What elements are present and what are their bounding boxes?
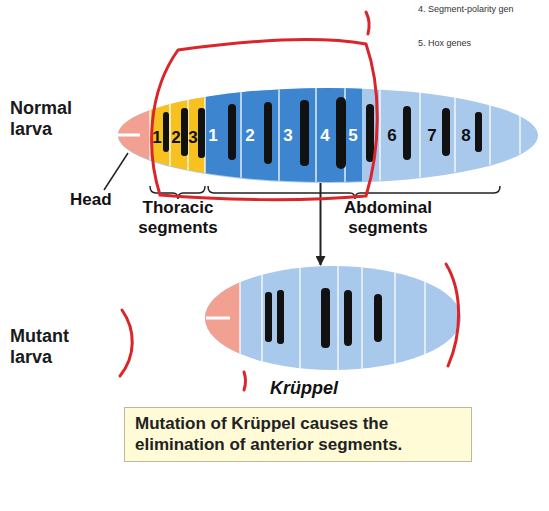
anterior-abdominal-region xyxy=(205,85,362,185)
text-label: 4. Segment-polarity gen xyxy=(418,4,514,14)
larva-shape xyxy=(205,266,461,370)
text-label: Head xyxy=(70,190,112,210)
denticle-band xyxy=(265,292,272,342)
segment-number: 3 xyxy=(279,126,297,146)
segment-number: 7 xyxy=(423,126,441,146)
denticle-band xyxy=(475,112,482,152)
red-bracket xyxy=(120,310,132,376)
segment-number: 6 xyxy=(383,126,401,146)
segment-number: 4 xyxy=(316,126,334,146)
denticle-band xyxy=(264,102,272,164)
denticle-band xyxy=(321,288,330,348)
thoracic-region xyxy=(150,85,205,185)
segment-number: 2 xyxy=(167,128,185,148)
red-mark xyxy=(366,12,369,34)
denticle-band xyxy=(277,290,284,344)
segment-number: 1 xyxy=(204,126,222,146)
larva-node: Normal larva xyxy=(118,88,538,183)
red-bracket xyxy=(446,264,459,366)
denticle-band xyxy=(163,112,169,152)
segment-number: 3 xyxy=(184,128,202,148)
segment-number: 1 xyxy=(148,128,166,148)
leader-line xyxy=(104,153,128,190)
denticle-bands xyxy=(163,97,482,169)
head-region xyxy=(200,262,240,374)
denticle-band xyxy=(344,290,352,346)
segment-number: 8 xyxy=(457,126,475,146)
denticle-band xyxy=(442,108,450,156)
denticle-band xyxy=(228,104,236,160)
text-label: 5. Hox genes xyxy=(418,38,471,48)
larva-label: Normal larva xyxy=(10,98,102,139)
larva-outline xyxy=(118,88,538,183)
head-region xyxy=(110,85,150,185)
text-label: Krüppel xyxy=(270,378,338,399)
larva-outline xyxy=(205,266,461,370)
denticle-band xyxy=(198,108,205,158)
denticle-band xyxy=(300,100,309,166)
segment-divider xyxy=(240,262,425,372)
denticle-band xyxy=(403,106,411,160)
denticle-band xyxy=(181,108,188,156)
larva-label: Mutant larva xyxy=(10,326,110,367)
red-mark xyxy=(244,372,246,390)
mouth-split xyxy=(112,134,140,137)
denticle-bands xyxy=(265,288,382,348)
mutant-larva-body xyxy=(200,262,425,374)
red-circle xyxy=(152,40,378,200)
normal-larva-body xyxy=(110,85,520,185)
denticle-band xyxy=(366,104,374,162)
red-annotations xyxy=(120,12,459,390)
larva-shape xyxy=(118,88,538,183)
denticle-band xyxy=(336,97,346,169)
caption-box: Mutation of Krüppel causes the eliminati… xyxy=(124,407,472,462)
segment-bracket xyxy=(208,186,500,199)
segment-number: 2 xyxy=(241,126,259,146)
segment-number: 5 xyxy=(344,126,362,146)
segment-divider xyxy=(150,85,520,185)
larva-node: Mutant larva xyxy=(205,266,461,370)
text-label: Thoracic segments xyxy=(133,198,223,237)
segment-bracket xyxy=(150,186,205,199)
flow-arrow xyxy=(320,183,322,265)
denticle-band xyxy=(374,294,382,342)
text-label: Abdominal segments xyxy=(338,198,438,237)
mouth-split xyxy=(206,317,230,320)
